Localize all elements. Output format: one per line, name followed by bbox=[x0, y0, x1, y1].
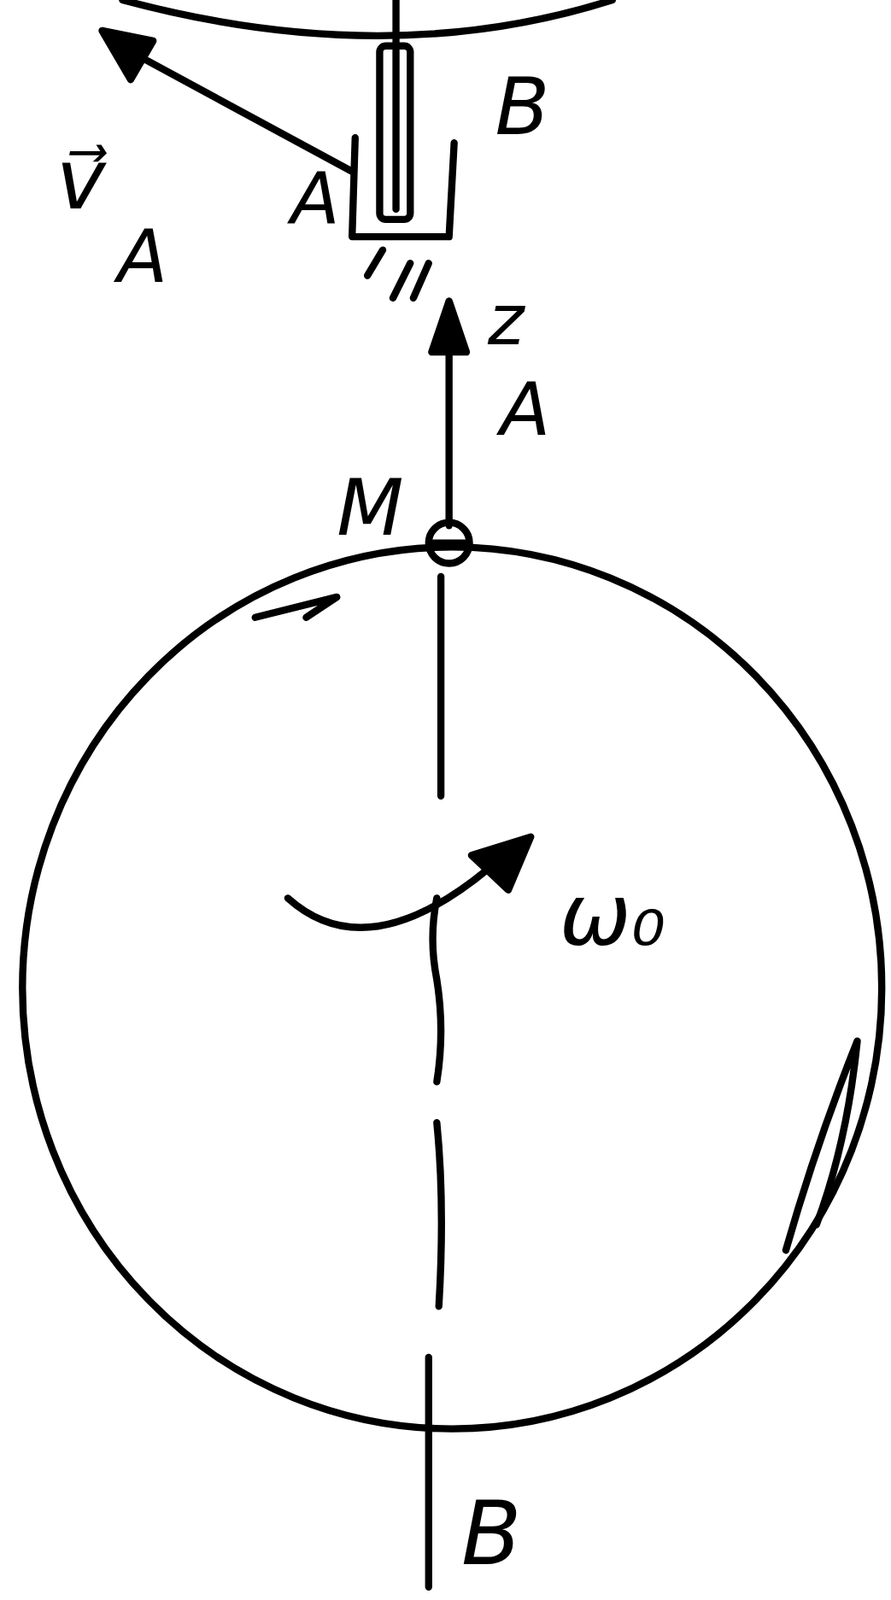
velocity-vector bbox=[114, 42, 352, 172]
z-axis-arrow bbox=[445, 336, 452, 526]
axis-line bbox=[436, 1122, 441, 1307]
arrowhead bbox=[431, 300, 467, 352]
point-m bbox=[428, 522, 470, 564]
slot bbox=[379, 46, 411, 220]
arrowhead bbox=[471, 837, 531, 891]
axis-line bbox=[437, 576, 445, 797]
hatch bbox=[392, 263, 411, 299]
rim-arrow-mark bbox=[785, 1041, 858, 1251]
upper-shaft bbox=[392, 0, 399, 210]
hatch bbox=[367, 250, 383, 276]
point-label: M bbox=[336, 469, 404, 548]
upper-disk-arc bbox=[122, 0, 612, 36]
axis-line bbox=[433, 897, 442, 1082]
point-label: B bbox=[461, 1489, 522, 1578]
vector-subscript: A bbox=[117, 219, 168, 294]
disk-outline bbox=[22, 546, 882, 1429]
rotation-arrow bbox=[287, 867, 491, 927]
part-label: A bbox=[290, 163, 340, 235]
point-label: B bbox=[494, 66, 550, 147]
bracket bbox=[351, 137, 454, 237]
hatch bbox=[413, 263, 429, 299]
axis-subscript: A bbox=[499, 372, 551, 446]
arrowhead bbox=[101, 30, 153, 80]
axis-line bbox=[425, 1357, 433, 1588]
axis-label: z bbox=[487, 286, 525, 356]
angular-velocity: ω₀ bbox=[559, 872, 666, 958]
rim-arrow-mark bbox=[255, 597, 338, 618]
vector-symbol: v⃗ bbox=[56, 137, 106, 222]
